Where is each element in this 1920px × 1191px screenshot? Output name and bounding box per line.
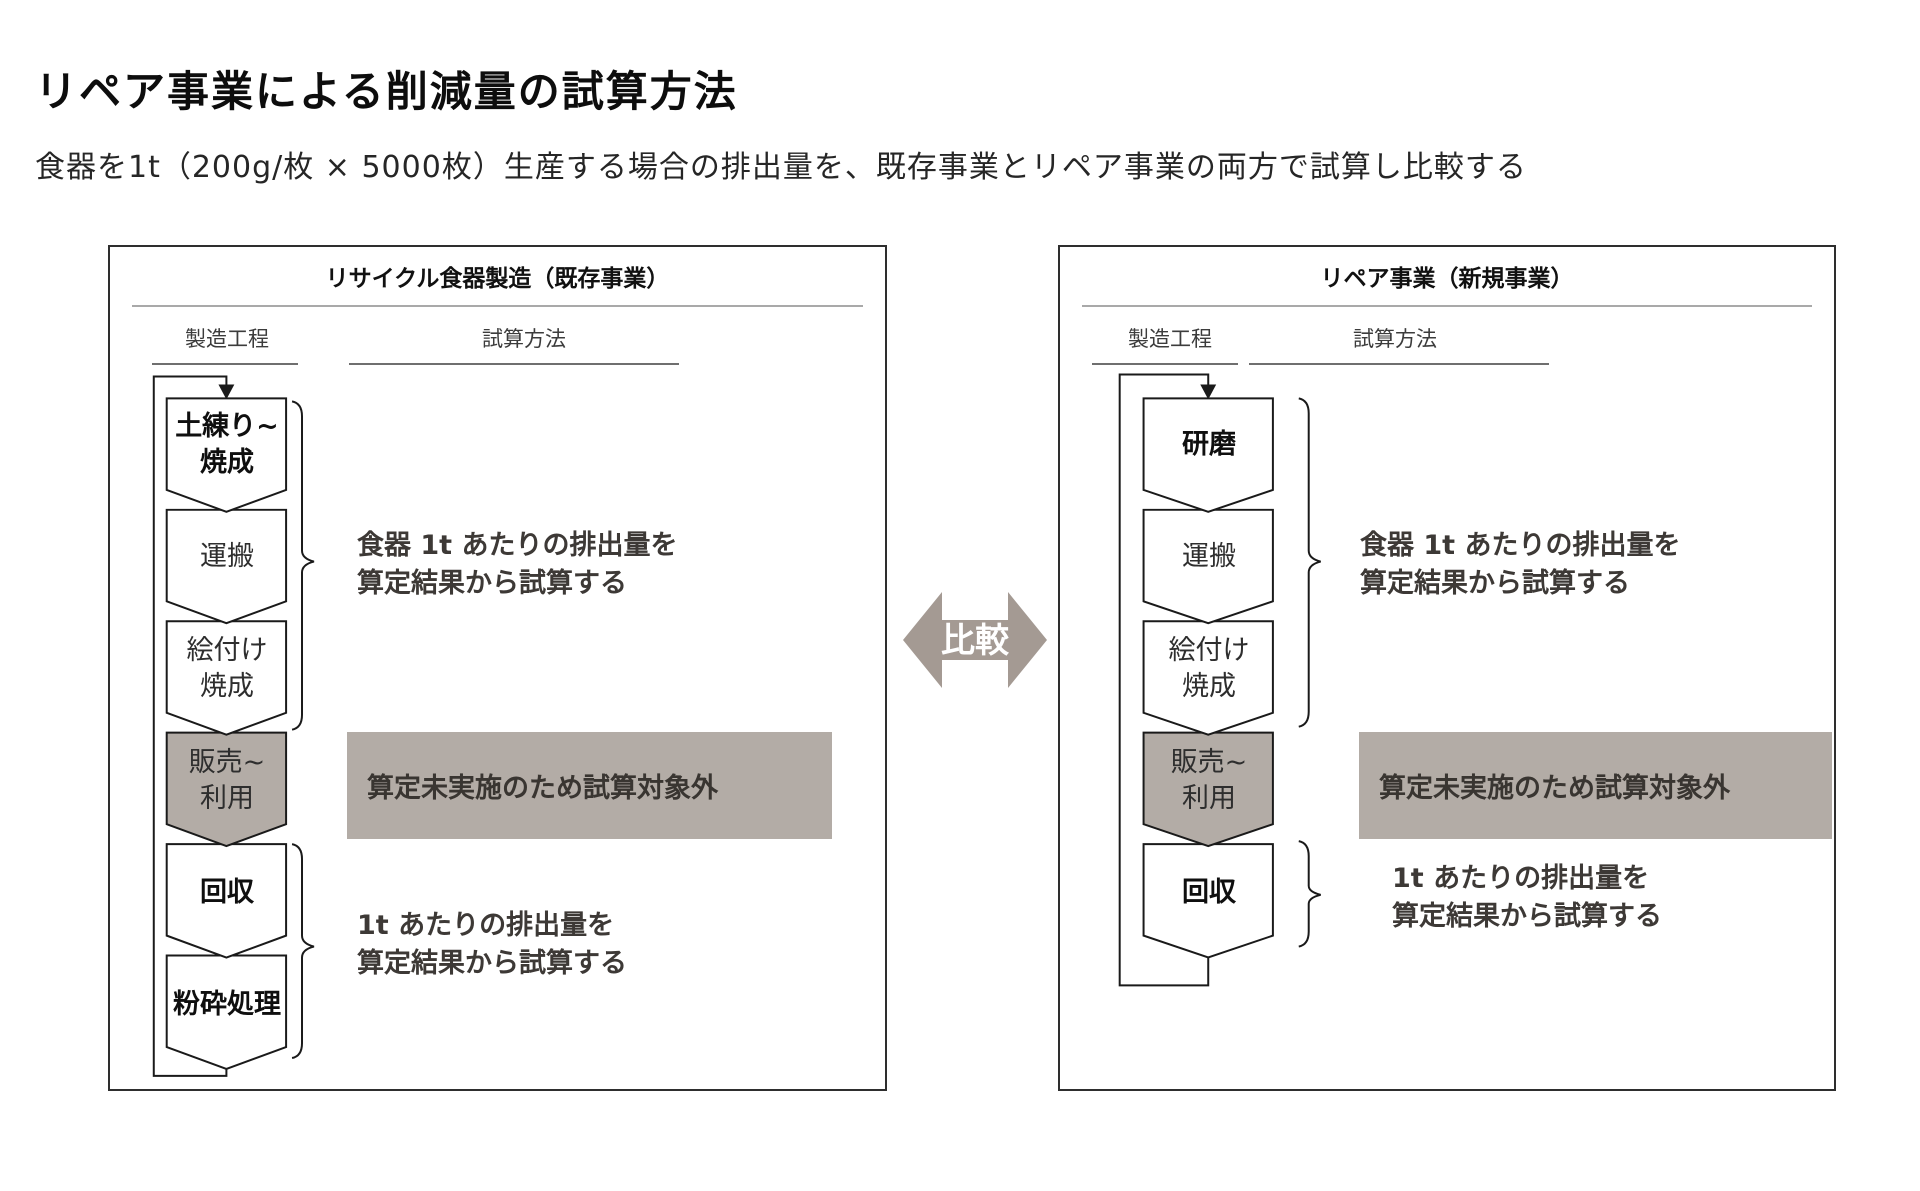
process-box-sales-use — [1142, 731, 1274, 848]
panel-title-divider — [1082, 305, 1812, 307]
loop-arrowhead-icon — [1200, 384, 1217, 400]
loop-arrowhead-icon — [218, 384, 235, 400]
column-header-process: 製造工程 — [185, 327, 269, 351]
double-arrow-shape — [903, 592, 1047, 688]
process-box-transport — [1142, 508, 1274, 625]
step-label: 研磨 — [1182, 429, 1236, 460]
step-label: 運搬 — [200, 541, 254, 572]
step-label: 絵付け 焼成 — [1168, 635, 1250, 702]
step-label: 回収 — [1182, 877, 1236, 908]
compare-label: 比較 — [941, 621, 1010, 661]
method-text-per-ton: 食器 1t あたりの排出量を 算定結果から試算する — [1360, 530, 1681, 599]
column-underline-process — [152, 363, 298, 365]
double-arrow-icon: 比較 — [903, 592, 1047, 688]
panel-existing-business: リサイクル食器製造（既存事業） 製造工程 試算方法 土練り~ 焼成 運搬 絵付け… — [108, 245, 887, 1091]
flow-diagram-existing — [152, 375, 315, 1077]
bracket-upper — [291, 400, 315, 731]
method-text-collection: 1t あたりの排出量を 算定結果から試算する — [1392, 863, 1662, 932]
column-underline-method — [1249, 363, 1549, 365]
bracket-lower — [291, 843, 315, 1059]
panel-title: リサイクル食器製造（既存事業） — [325, 266, 670, 292]
method-excluded-box: 算定未実施のため試算対象外 — [1359, 732, 1832, 839]
method-excluded-box: 算定未実施のため試算対象外 — [347, 732, 832, 839]
panel-title: リペア事業（新規事業） — [1320, 266, 1574, 292]
process-box-collection — [165, 843, 288, 959]
step-label: 土練り~ 焼成 — [175, 411, 279, 478]
page-title: リペア事業による削減量の試算方法 — [35, 67, 738, 116]
method-text-per-ton: 食器 1t あたりの排出量を 算定結果から試算する — [357, 530, 678, 599]
process-loop-line — [1118, 373, 1210, 987]
process-loop-line — [152, 375, 228, 1077]
method-excluded-text: 算定未実施のため試算対象外 — [1379, 773, 1730, 804]
panel-repair-business: リペア事業（新規事業） 製造工程 試算方法 研磨 運搬 絵付け 焼成 販売~ 利… — [1058, 245, 1836, 1091]
process-box-crushing — [165, 954, 288, 1070]
column-underline-process — [1092, 363, 1238, 365]
step-label: 販売~ 利用 — [1170, 747, 1248, 814]
panel-title-divider — [132, 305, 863, 307]
method-excluded-text: 算定未実施のため試算対象外 — [367, 773, 718, 804]
flow-diagram-repair — [1118, 373, 1321, 987]
step-label: 絵付け 焼成 — [186, 635, 268, 702]
process-box-kneading-firing — [165, 397, 288, 513]
process-box-painting-firing — [1142, 620, 1274, 736]
step-label: 回収 — [200, 877, 254, 908]
page-subtitle: 食器を1t（200g/枚 × 5000枚）生産する場合の排出量を、既存事業とリペ… — [35, 150, 1527, 185]
step-label: 運搬 — [1182, 541, 1236, 572]
process-box-polishing — [1142, 397, 1274, 513]
step-label: 粉砕処理 — [173, 989, 281, 1020]
compare-arrow: 比較 — [900, 590, 1050, 690]
column-underline-method — [349, 363, 679, 365]
process-box-painting-firing — [165, 620, 288, 736]
bracket-lower — [1298, 840, 1321, 948]
column-header-process: 製造工程 — [1128, 327, 1212, 351]
step-label: 販売~ 利用 — [188, 747, 266, 814]
column-header-method: 試算方法 — [482, 327, 566, 351]
bracket-upper — [1298, 397, 1321, 728]
process-box-collection — [1142, 843, 1274, 959]
column-header-method: 試算方法 — [1353, 327, 1437, 351]
process-box-transport — [165, 508, 288, 625]
method-text-collection: 1t あたりの排出量を 算定結果から試算する — [357, 910, 627, 979]
process-box-sales-use — [165, 731, 288, 848]
